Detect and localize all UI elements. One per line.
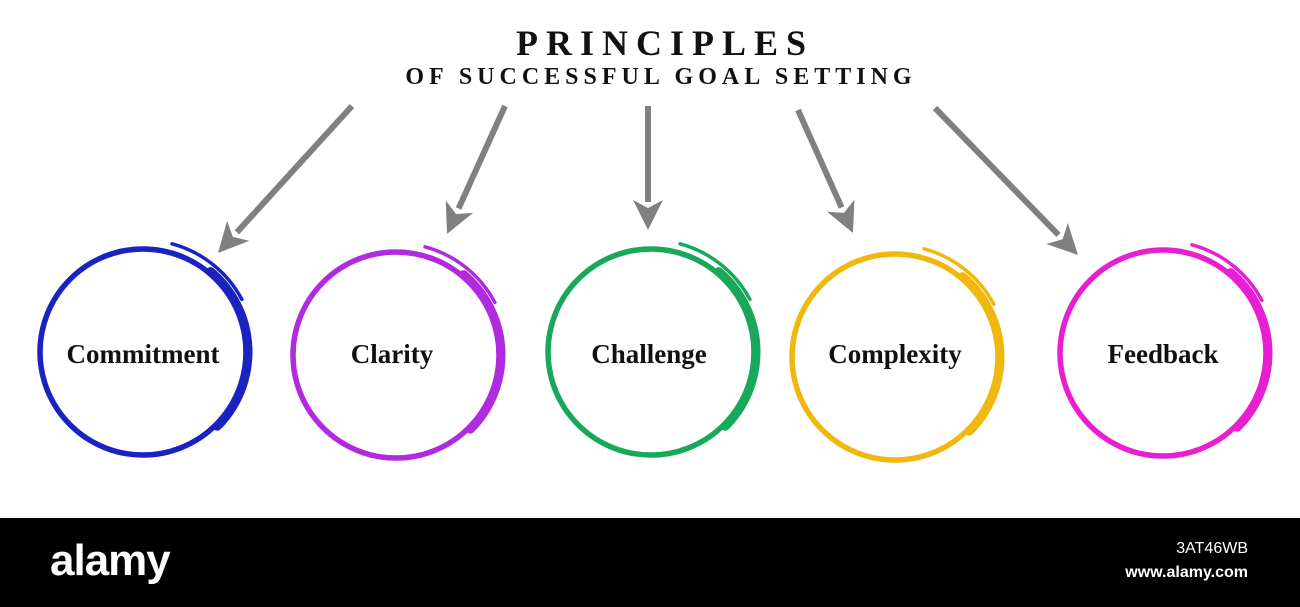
node-label-complexity: Complexity [828, 339, 962, 369]
watermark-footer: alamy 3AT46WB www.alamy.com [0, 518, 1300, 607]
site-url-text: www.alamy.com [1125, 564, 1248, 581]
diagram-canvas [37, 103, 1273, 463]
arrow-to-feedback [932, 105, 1078, 255]
arrow-to-commitment [218, 103, 355, 253]
brand-logo: alamy [50, 536, 171, 585]
node-label-challenge: Challenge [591, 339, 707, 369]
node-label-clarity: Clarity [350, 339, 434, 369]
circle-clarity [290, 245, 506, 461]
image-id-text: 3AT46WB [1176, 540, 1248, 557]
circle-feedback [1057, 243, 1273, 459]
arrow-to-complexity [795, 108, 855, 233]
circle-commitment [37, 242, 253, 458]
diagram-title: PRINCIPLES [515, 23, 815, 63]
node-label-commitment: Commitment [66, 339, 220, 369]
diagram-subtitle: OF SUCCESSFUL GOAL SETTING [405, 64, 917, 90]
arrow-to-clarity [445, 104, 508, 234]
principles-diagram: PRINCIPLES OF SUCCESSFUL GOAL SETTING Co… [37, 23, 1273, 463]
circle-complexity [789, 247, 1005, 463]
node-label-feedback: Feedback [1107, 339, 1219, 369]
circle-challenge [545, 242, 761, 458]
arrow-to-challenge [633, 106, 663, 230]
